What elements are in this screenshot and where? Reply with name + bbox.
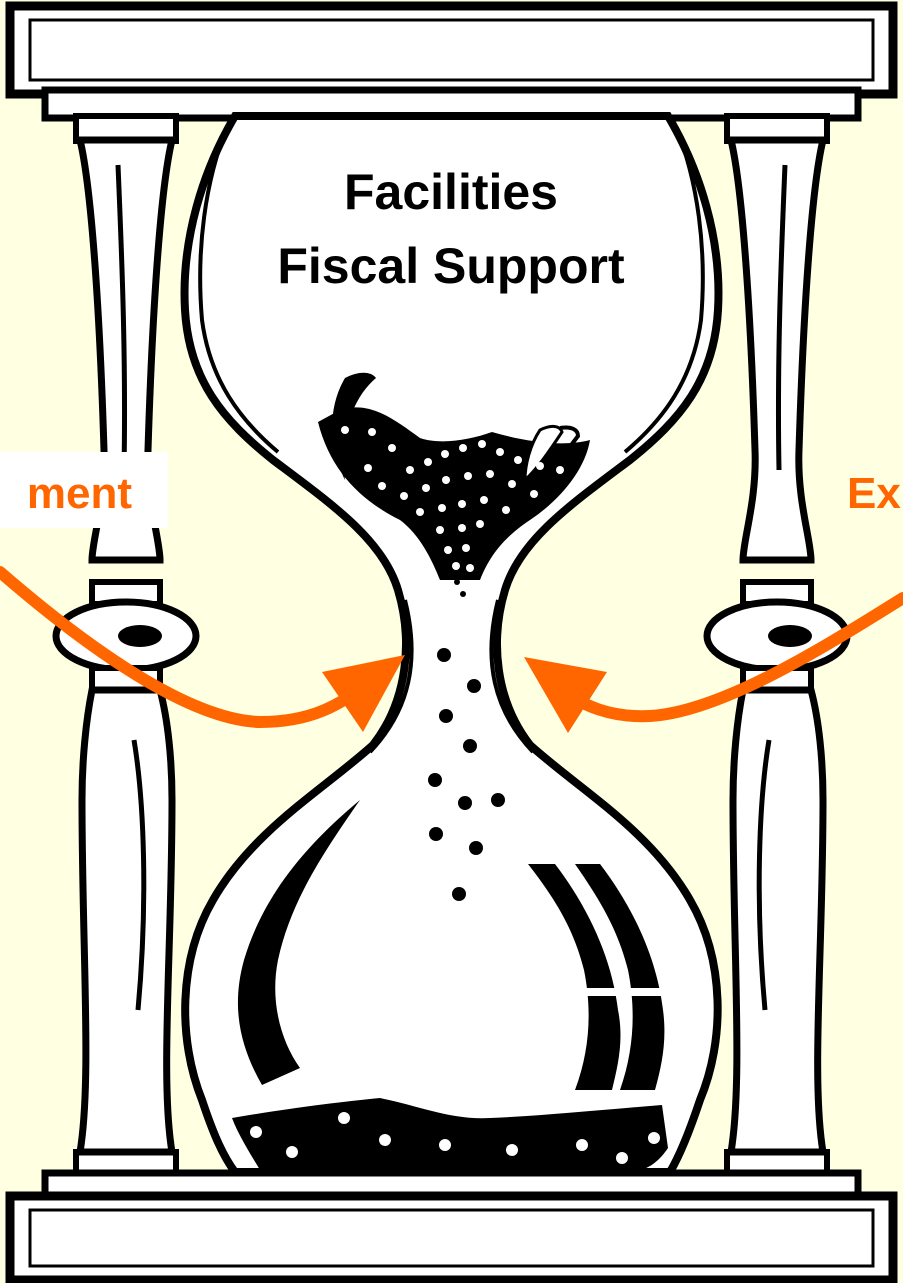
right-label: Ex	[847, 469, 901, 518]
title-line-2: Fiscal Support	[277, 238, 625, 294]
left-label: ment	[27, 469, 132, 518]
title-line-1: Facilities	[344, 164, 558, 220]
right-label-box: Ex	[840, 460, 903, 530]
left-pillar	[56, 140, 196, 1152]
left-label-box: ment	[0, 452, 168, 528]
